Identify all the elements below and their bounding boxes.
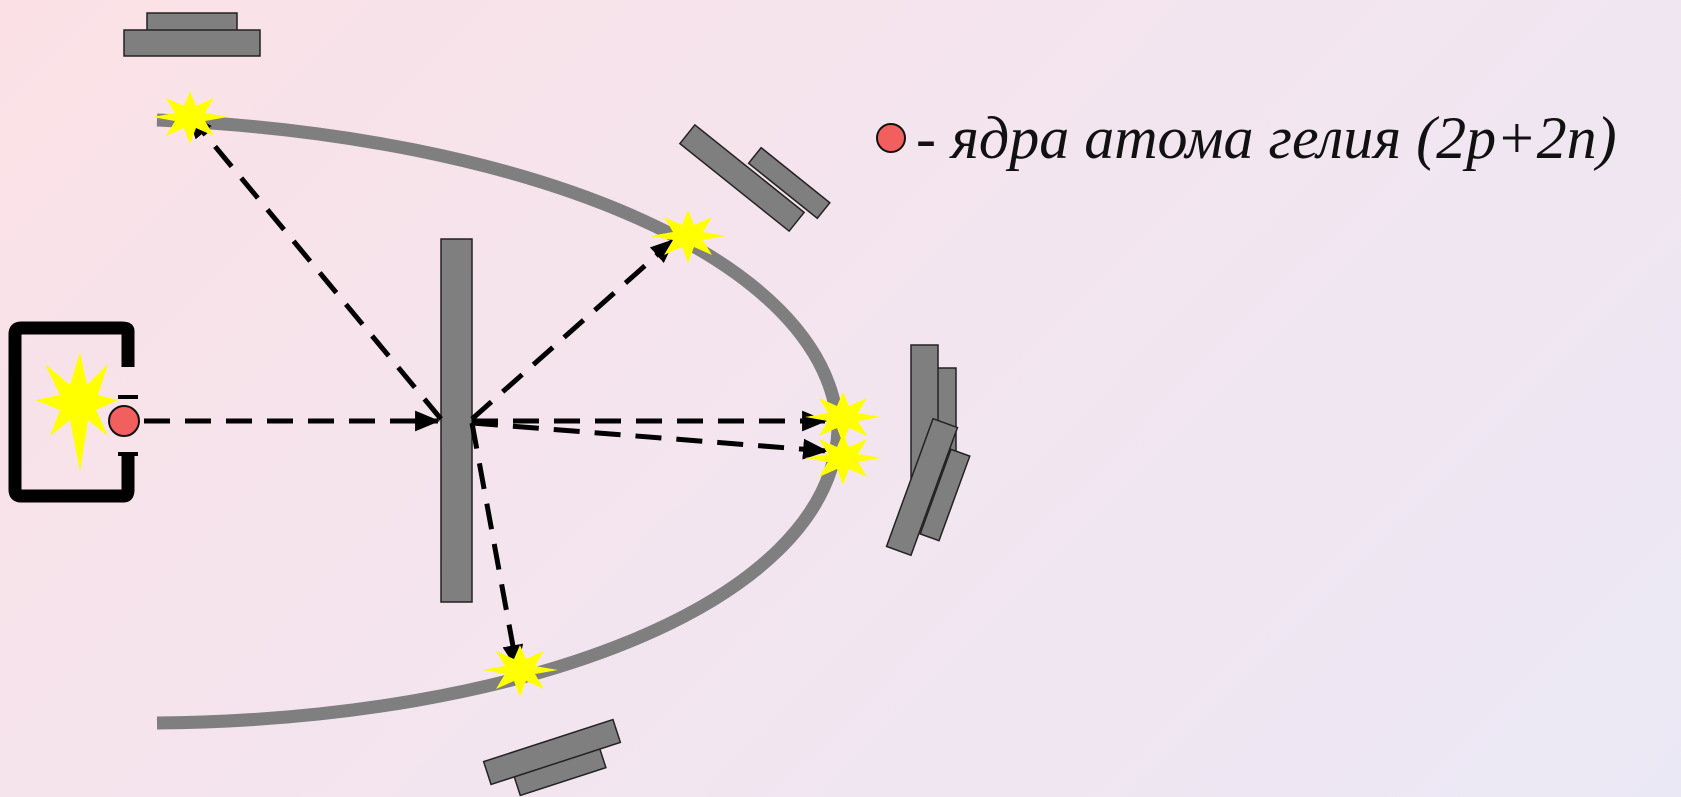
flash-right-lower (805, 433, 881, 485)
trajectory-slight-deflection-arrow (471, 420, 829, 460)
alpha-trajectories (144, 113, 829, 671)
flash-upper-right (650, 210, 726, 263)
scintillation-flashes (152, 91, 881, 697)
alpha-particle-legend-marker (876, 123, 906, 153)
trajectory-upper-arrow (470, 238, 676, 421)
legend-text: - ядра атома гелия (2p+2n) (916, 105, 1617, 171)
trajectory-backscatter-arrow (187, 113, 443, 421)
flash-bottom (482, 645, 558, 697)
microscope-top (123, 12, 261, 57)
source-flash (35, 352, 118, 472)
microscope-bottom (482, 718, 622, 797)
trajectory-lower-arrow (469, 422, 524, 671)
legend: - ядра атома гелия (2p+2n) (876, 108, 1617, 168)
microscope-right-lower (885, 417, 971, 557)
alpha-particle (108, 405, 140, 437)
radioactive-source-box (8, 321, 138, 503)
microscope-upper-right (678, 123, 831, 233)
gold-foil (440, 238, 473, 603)
flash-right-upper (805, 392, 881, 444)
flash-top-left (152, 91, 228, 144)
